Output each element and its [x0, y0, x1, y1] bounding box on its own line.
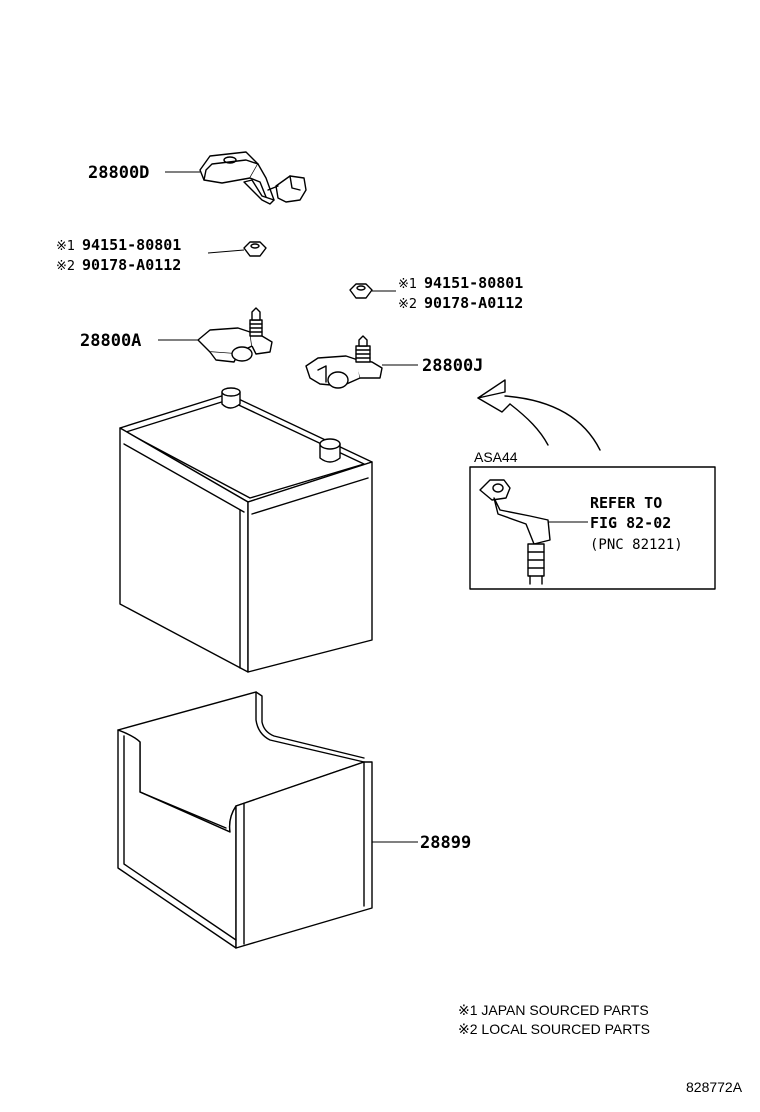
nut-left-drawing — [243, 241, 267, 257]
terminal-a-drawing — [197, 307, 273, 363]
nut-right-drawing — [349, 283, 373, 299]
nut-left-code-1: 94151-80801 — [82, 236, 181, 254]
terminal-j-drawing — [305, 335, 383, 389]
mark-1-right: ※1 — [398, 277, 417, 292]
inset-title: ASA44 — [474, 449, 518, 465]
mark-2-left: ※2 — [56, 259, 75, 274]
legend-note-1: ※1 JAPAN SOURCED PARTS — [458, 1002, 649, 1018]
legend-note-2: ※2 LOCAL SOURCED PARTS — [458, 1021, 650, 1037]
nut-left-code-2: 90178-A0112 — [82, 256, 181, 274]
part-label-28800a: 28800A — [80, 331, 141, 351]
refer-line-1: REFER TO — [590, 494, 662, 512]
mark-1-left: ※1 — [56, 239, 75, 254]
reference-arrow — [477, 379, 601, 451]
inset-box — [469, 466, 716, 590]
figure-id: 828772A — [686, 1079, 743, 1095]
part-label-28800j: 28800J — [422, 356, 483, 376]
refer-line-3: (PNC 82121) — [590, 537, 683, 553]
part-label-28800d: 28800D — [88, 163, 149, 183]
inset-cable-terminal-drawing — [479, 479, 551, 585]
nut-right-code-2: 90178-A0112 — [424, 294, 523, 312]
clamp-bracket-drawing — [199, 151, 307, 205]
part-label-28899: 28899 — [420, 833, 471, 853]
nut-right-code-1: 94151-80801 — [424, 274, 523, 292]
refer-line-2: FIG 82-02 — [590, 514, 671, 532]
battery-tray-drawing — [117, 691, 373, 949]
battery-drawing — [119, 387, 373, 673]
mark-2-right: ※2 — [398, 297, 417, 312]
